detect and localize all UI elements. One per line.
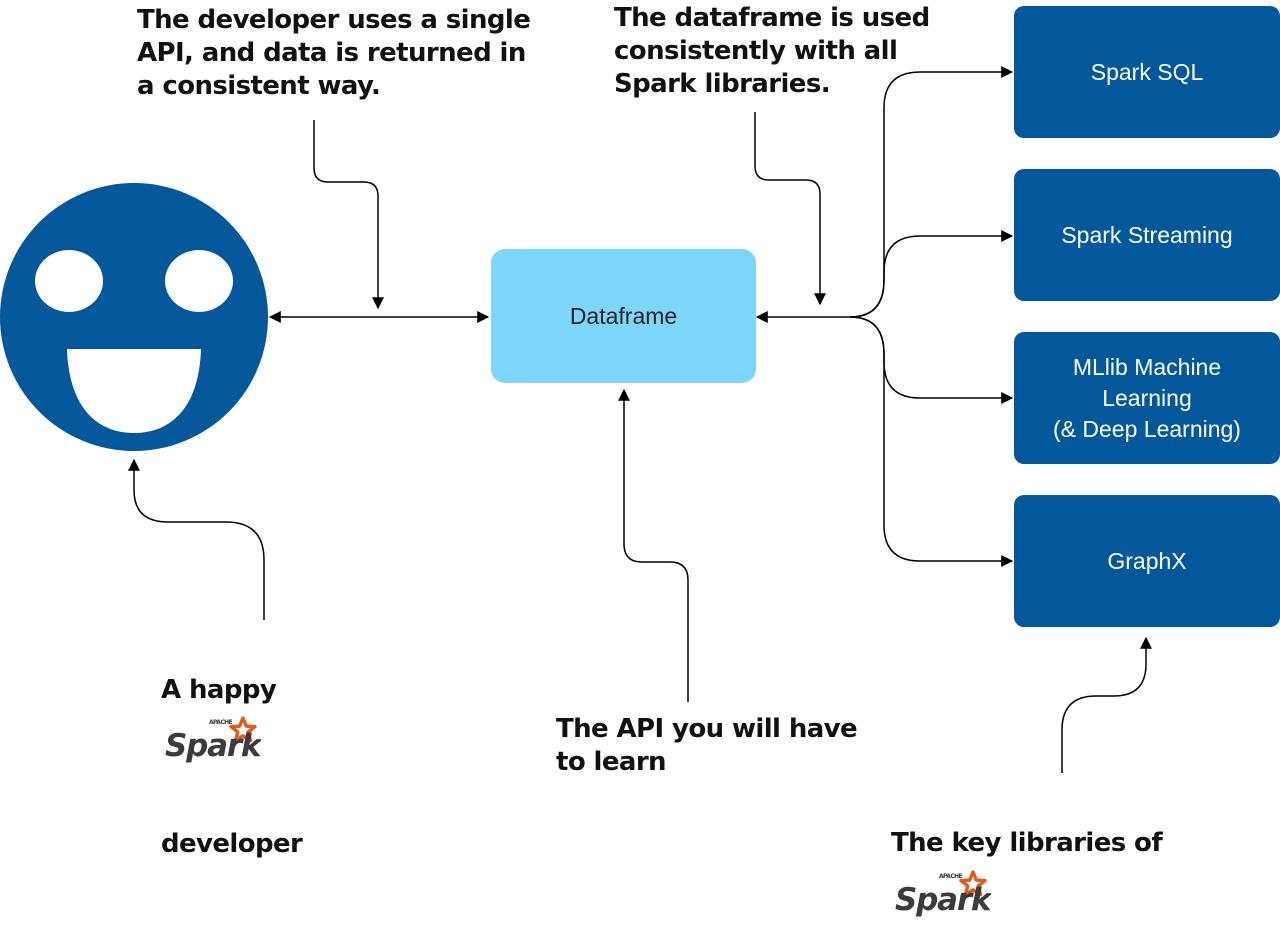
- logo-small-text: APACHE: [939, 873, 963, 880]
- key-libraries-callout: The key libraries of APACHE Spark: [891, 768, 1163, 927]
- logo-wordmark: Spark: [895, 882, 991, 918]
- single-api-pointer: [313, 120, 384, 310]
- library-node-spark-streaming: Spark Streaming: [1014, 169, 1280, 301]
- api-learn-callout: The API you will have to learn: [556, 714, 858, 777]
- logo-wordmark: Spark: [165, 728, 261, 764]
- dataframe-consistent-pointer: [754, 112, 826, 306]
- library-node-spark-sql: Spark SQL: [1014, 6, 1280, 138]
- apache-spark-logo-icon: APACHE Spark: [165, 716, 261, 764]
- logo-small-text: APACHE: [209, 719, 233, 726]
- apache-spark-logo-icon: APACHE Spark: [895, 870, 991, 918]
- library-node-label: Spark SQL: [1090, 58, 1204, 85]
- library-node-label: GraphX: [1107, 547, 1187, 574]
- happy-developer-suffix: developer: [161, 829, 303, 859]
- library-branch-connectors: [849, 66, 1014, 567]
- happy-developer-callout: A happy APACHE Spark developer: [161, 618, 303, 868]
- key-libraries-pointer: [1061, 636, 1152, 773]
- happy-developer-prefix: A happy: [161, 675, 277, 705]
- diagram-canvas: [0, 66, 1152, 773]
- api-learn-pointer: [618, 388, 689, 702]
- library-node-label: Spark Streaming: [1061, 221, 1233, 248]
- key-libraries-prefix: The key libraries of: [891, 828, 1163, 858]
- library-node-mllib: MLlib Machine Learning (& Deep Learning): [1014, 332, 1280, 464]
- single-api-callout: The developer uses a single API, and dat…: [137, 5, 531, 101]
- library-node-label: MLlib Machine Learning (& Deep Learning): [1053, 353, 1241, 442]
- happy-developer-face-icon: [0, 183, 268, 451]
- dataframe-node-label: Dataframe: [569, 302, 678, 329]
- library-node-graphx: GraphX: [1014, 495, 1280, 627]
- happy-developer-pointer: [128, 458, 265, 620]
- dataframe-node: Dataframe: [491, 249, 756, 383]
- dataframe-consistent-callout: The dataframe is used consistently with …: [614, 3, 930, 99]
